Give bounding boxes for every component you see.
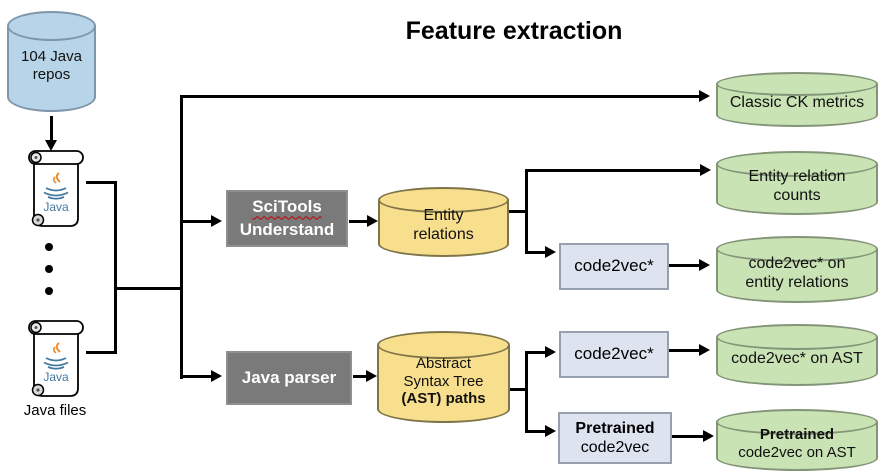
er-counts-cylinder: Entity relation counts <box>716 151 878 215</box>
scitools-label-line1: SciTools <box>252 197 322 217</box>
connector-to-ck <box>180 95 700 98</box>
cylinder-top <box>7 11 96 41</box>
entity-relations-line2: relations <box>413 226 474 243</box>
er-counts-line1: Entity relation <box>748 168 846 186</box>
connector-pretrained-to-out <box>672 435 705 438</box>
cylinder-top <box>377 331 510 359</box>
ellipsis-dot <box>45 243 53 251</box>
cylinder-top <box>716 409 878 435</box>
arrowhead-right-icon <box>545 425 556 437</box>
connector-to-code2vec-er <box>525 251 547 254</box>
code2vec-ast-label: code2vec* <box>574 344 654 364</box>
arrowhead-right-icon <box>699 259 710 271</box>
classic-ck-text: Classic CK metrics <box>729 94 865 112</box>
er-counts-line2: counts <box>773 187 821 204</box>
code2vec-on-er-cylinder: code2vec* on entity relations <box>716 236 878 303</box>
code2vec-on-ast-text: code2vec* on AST <box>731 349 863 367</box>
entity-relations-line1: Entity <box>423 207 464 225</box>
pretrained-on-ast-line1: Pretrained <box>759 426 835 444</box>
code2vec-on-er-line1: code2vec* on <box>748 254 846 272</box>
cylinder-top <box>716 151 878 177</box>
cylinder-top <box>378 187 509 213</box>
code2vec-on-er-label: code2vec* on entity relations <box>716 236 878 303</box>
java-parser-label: Java parser <box>241 367 337 387</box>
pretrained-line2: code2vec <box>580 439 650 456</box>
connector-trunk-vertical <box>180 95 183 379</box>
code2vec-er-box: code2vec* <box>559 243 669 290</box>
arrowhead-right-icon <box>367 215 378 227</box>
arrowhead-down-icon <box>45 140 57 151</box>
java-files-label: Java files <box>23 402 87 419</box>
connector-code2vec-ast-to-out <box>669 349 701 352</box>
classic-ck-cylinder: Classic CK metrics <box>716 72 878 127</box>
scitools-label-line2: Understand <box>239 219 335 239</box>
connector-er-out <box>508 210 528 213</box>
connector-parser-to-ast <box>353 375 368 378</box>
er-counts-label: Entity relation counts <box>716 151 878 215</box>
connector-scitools-to-er <box>349 220 369 223</box>
ast-paths-line3: (AST) paths <box>401 390 486 408</box>
pretrained-on-ast-cylinder: Pretrained code2vec on AST <box>716 409 878 471</box>
code2vec-on-er-line2: entity relations <box>745 273 849 291</box>
repos-label-line1: 104 Java <box>21 48 82 66</box>
scitools-understand-box: SciTools Understand <box>226 190 348 247</box>
code2vec-er-label: code2vec* <box>574 256 654 276</box>
connector-file2 <box>86 351 117 354</box>
arrowhead-right-icon <box>211 215 222 227</box>
connector-to-pretrained <box>525 430 547 433</box>
pretrained-on-ast-label: Pretrained code2vec on AST <box>716 409 878 471</box>
ast-paths-label: Abstract Syntax Tree (AST) paths <box>377 331 510 423</box>
repos-label: 104 Java repos <box>7 11 96 112</box>
pretrained-code2vec-box: Pretrained code2vec <box>558 412 672 464</box>
entity-relations-label: Entity relations <box>378 187 509 257</box>
ellipsis-dot <box>45 287 53 295</box>
arrowhead-right-icon <box>700 164 711 176</box>
ast-paths-line1: Abstract <box>415 354 472 372</box>
java-logo-text: Java <box>43 370 69 384</box>
connector-repos-to-file <box>50 116 53 142</box>
ast-paths-cylinder: Abstract Syntax Tree (AST) paths <box>377 331 510 423</box>
cylinder-top <box>716 236 878 262</box>
cylinder-top <box>716 324 878 350</box>
repos-label-line2: repos <box>32 66 71 83</box>
repos-cylinder: 104 Java repos <box>7 11 96 112</box>
connector-files-vertical <box>114 181 117 354</box>
classic-ck-label: Classic CK metrics <box>716 72 878 127</box>
code2vec-ast-box: code2vec* <box>559 331 669 378</box>
java-logo-icon: Java <box>43 172 69 214</box>
arrowhead-right-icon <box>703 430 714 442</box>
pretrained-line1: Pretrained <box>575 419 655 437</box>
java-file-scroll-2: Java <box>25 319 86 402</box>
arrowhead-right-icon <box>545 346 556 358</box>
code2vec-on-ast-label: code2vec* on AST <box>716 324 878 386</box>
entity-relations-cylinder: Entity relations <box>378 187 509 257</box>
connector-to-code2vec-ast <box>525 351 547 354</box>
java-file-scroll-1: Java <box>25 149 86 232</box>
connector-ast-out <box>509 388 528 391</box>
cylinder-top <box>716 72 878 96</box>
java-scroll-icon: Java <box>28 320 84 397</box>
code2vec-on-ast-cylinder: code2vec* on AST <box>716 324 878 386</box>
java-logo-icon: Java <box>43 342 69 384</box>
page-title: Feature extraction <box>405 17 623 45</box>
java-scroll-icon: Java <box>28 150 84 227</box>
ast-paths-line2: Syntax Tree <box>403 372 484 390</box>
arrowhead-right-icon <box>699 90 710 102</box>
java-parser-box: Java parser <box>226 351 352 405</box>
connector-files-to-trunk <box>114 287 183 290</box>
arrowhead-right-icon <box>699 344 710 356</box>
arrowhead-right-icon <box>366 370 377 382</box>
java-logo-text: Java <box>43 200 69 214</box>
pretrained-on-ast-line2: code2vec on AST <box>738 444 856 461</box>
connector-code2vec-er-to-out <box>669 264 701 267</box>
connector-ast-branch-vertical <box>525 351 528 433</box>
arrowhead-right-icon <box>545 246 556 258</box>
connector-to-parser <box>183 375 213 378</box>
connector-to-er-counts <box>525 169 701 172</box>
arrowhead-right-icon <box>211 370 222 382</box>
connector-er-branch-vertical <box>525 169 528 254</box>
ellipsis-dot <box>45 265 53 273</box>
connector-file1 <box>86 181 117 184</box>
connector-to-scitools <box>183 220 213 223</box>
